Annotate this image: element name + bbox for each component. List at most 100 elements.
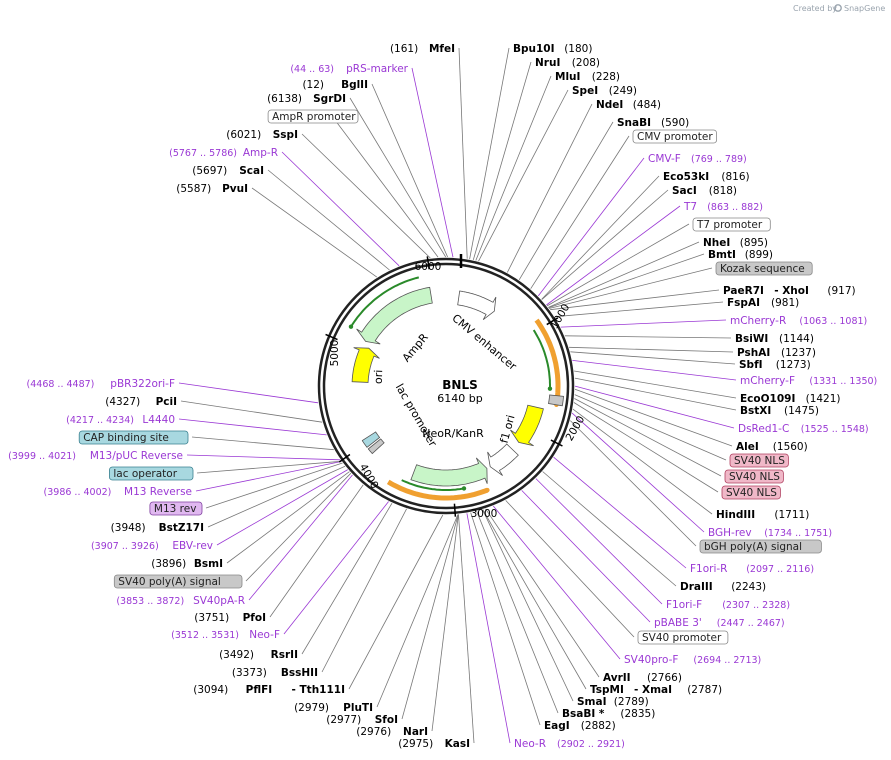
site-label[interactable]: SspI(6021) — [226, 129, 298, 141]
site-label[interactable]: lac operator — [109, 466, 194, 481]
site-label[interactable]: NruI(208) — [535, 57, 600, 69]
leader-line — [574, 394, 727, 461]
site-label[interactable]: MluI(228) — [555, 71, 620, 83]
enzyme-name: BstXI — [740, 405, 771, 417]
site-label[interactable]: pRS-marker(44 .. 63) — [290, 63, 408, 75]
site-label[interactable]: PluTI(2979) — [294, 702, 373, 714]
site-label[interactable]: Bpu10I(180) — [513, 43, 592, 55]
site-label[interactable]: F1ori-F(2307 .. 2328) — [666, 599, 790, 611]
site-label[interactable]: NarI(2976) — [356, 726, 428, 738]
site-label[interactable]: T7 promoter — [692, 217, 771, 232]
site-label[interactable]: AleI(1560) — [736, 441, 808, 453]
site-label[interactable]: M13 rev — [149, 501, 203, 516]
site-label[interactable]: SV40 poly(A) signal — [113, 574, 243, 589]
site-label[interactable]: RsrII(3492) — [219, 649, 298, 661]
site-label[interactable]: KasI(2975) — [398, 738, 470, 750]
site-label[interactable]: SgrDI(6138) — [267, 93, 346, 105]
enzyme-position: (180) — [564, 43, 592, 55]
site-label[interactable]: BstZ17I(3948) — [111, 522, 204, 534]
site-label[interactable]: NheI(895) — [703, 237, 768, 249]
enzyme-position: (3751) — [194, 612, 229, 624]
site-label[interactable]: EcoO109I(1421) — [740, 393, 841, 405]
primer-range: (1331 .. 1350) — [809, 376, 877, 387]
site-label[interactable]: FspAI(981) — [727, 297, 799, 309]
site-label[interactable]: HindIII(1711) — [716, 509, 809, 521]
site-label[interactable]: CMV-F(769 .. 789) — [648, 153, 747, 165]
primer-name: SV40pA-R — [193, 595, 245, 607]
site-label[interactable]: SbfI(1273) — [739, 359, 811, 371]
site-label[interactable]: pBABE 3'(2447 .. 2467) — [654, 617, 785, 629]
site-label[interactable]: MfeI(161) — [390, 43, 455, 55]
leader-line — [269, 484, 364, 618]
site-label[interactable]: CMV promoter — [632, 129, 717, 144]
site-label[interactable]: TspMI- XmaI(2787) — [590, 684, 722, 696]
site-label[interactable]: EBV-rev(3907 .. 3926) — [91, 540, 213, 552]
enzyme-position: (2976) — [356, 726, 391, 738]
enzyme-position: (2243) — [731, 581, 766, 593]
site-label[interactable]: PvuI(5587) — [176, 183, 248, 195]
site-label[interactable]: BstXI(1475) — [740, 405, 819, 417]
site-label[interactable]: CAP binding site — [78, 430, 189, 445]
site-label[interactable]: M13/pUC Reverse(3999 .. 4021) — [8, 450, 183, 462]
site-label[interactable]: BssHII(3373) — [232, 667, 318, 679]
site-label[interactable]: SV40pro-F(2694 .. 2713) — [624, 654, 761, 666]
site-label[interactable]: bGH poly(A) signal — [699, 539, 822, 554]
site-label[interactable]: L4440(4217 .. 4234) — [66, 414, 175, 426]
site-label[interactable]: SV40 promoter — [637, 630, 729, 645]
site-label[interactable]: Neo-F(3512 .. 3531) — [171, 629, 280, 641]
leader-line — [482, 509, 587, 690]
site-label[interactable]: Neo-R(2902 .. 2921) — [514, 738, 625, 750]
enzyme-position: (2766) — [647, 672, 682, 684]
site-label[interactable]: SV40pA-R(3853 .. 3872) — [116, 595, 245, 607]
site-label[interactable]: ScaI(5697) — [192, 165, 264, 177]
site-label[interactable]: Kozak sequence — [715, 261, 813, 276]
site-label[interactable]: BglII(12) — [302, 79, 368, 91]
site-label[interactable]: Eco53kI(816) — [663, 171, 750, 183]
site-label[interactable]: DraIII(2243) — [680, 581, 766, 593]
site-label[interactable]: SV40 NLS — [724, 469, 784, 484]
site-label[interactable]: NdeI(484) — [596, 99, 661, 111]
enzyme-position: (2977) — [326, 714, 361, 726]
site-label[interactable]: AvrII(2766) — [603, 672, 682, 684]
site-label[interactable]: PaeR7I- XhoI(917) — [723, 285, 856, 297]
leader-line — [371, 83, 448, 258]
site-label[interactable]: SV40 NLS — [721, 485, 781, 500]
site-label[interactable]: SmaI(2789) — [577, 696, 649, 708]
site-label[interactable]: F1ori-R(2097 .. 2116) — [690, 563, 814, 575]
site-label[interactable]: BsiWI(1144) — [735, 333, 814, 345]
site-label[interactable]: AmpR promoter — [267, 109, 359, 124]
site-label[interactable]: M13 Reverse(3986 .. 4002) — [44, 486, 192, 498]
enzyme-position: (3896) — [151, 558, 186, 570]
site-label[interactable]: DsRed1-C(1525 .. 1548) — [738, 423, 869, 435]
site-label[interactable]: EagI(2882) — [544, 720, 616, 732]
primer-name: F1ori-R — [690, 563, 727, 575]
site-label[interactable]: PfoI (3751) — [194, 612, 266, 624]
site-label[interactable]: BsmI(3896) — [151, 558, 223, 570]
site-label[interactable]: SpeI(249) — [572, 85, 637, 97]
site-label[interactable]: mCherry-R(1063 .. 1081) — [730, 315, 867, 327]
site-label[interactable]: BmtI(899) — [708, 249, 773, 261]
site-label[interactable]: PciI(4327) — [105, 396, 177, 408]
enzyme-position: (12) — [302, 79, 324, 91]
site-label[interactable]: BsaBI *(2835) — [562, 708, 655, 720]
primer-name: BGH-rev — [708, 527, 752, 539]
enzyme-position: (3492) — [219, 649, 254, 661]
site-label[interactable]: SnaBI(590) — [617, 117, 689, 129]
leader-line — [485, 508, 600, 678]
site-label[interactable]: mCherry-F(1331 .. 1350) — [740, 375, 877, 387]
enzyme-name: PciI — [156, 396, 177, 408]
tick-label: 2000 — [564, 414, 588, 443]
site-label[interactable]: SfoI(2977) — [326, 714, 398, 726]
site-label[interactable]: SV40 NLS — [729, 453, 789, 468]
feature-box-text: T7 promoter — [696, 219, 763, 231]
primer-name: Neo-F — [249, 629, 280, 641]
site-label[interactable]: SacI(818) — [672, 185, 737, 197]
site-label[interactable]: PshAI(1237) — [737, 347, 816, 359]
site-label[interactable]: T7(863 .. 882) — [683, 201, 763, 213]
enzyme-name: PfoI — [243, 612, 266, 624]
primer-range: (1734 .. 1751) — [764, 528, 832, 539]
site-label[interactable]: BGH-rev (1734 .. 1751) — [708, 527, 832, 539]
site-label[interactable]: pBR322ori-F(4468 .. 4487) — [27, 378, 175, 390]
site-label[interactable]: Amp-R(5767 .. 5786) — [169, 147, 278, 159]
